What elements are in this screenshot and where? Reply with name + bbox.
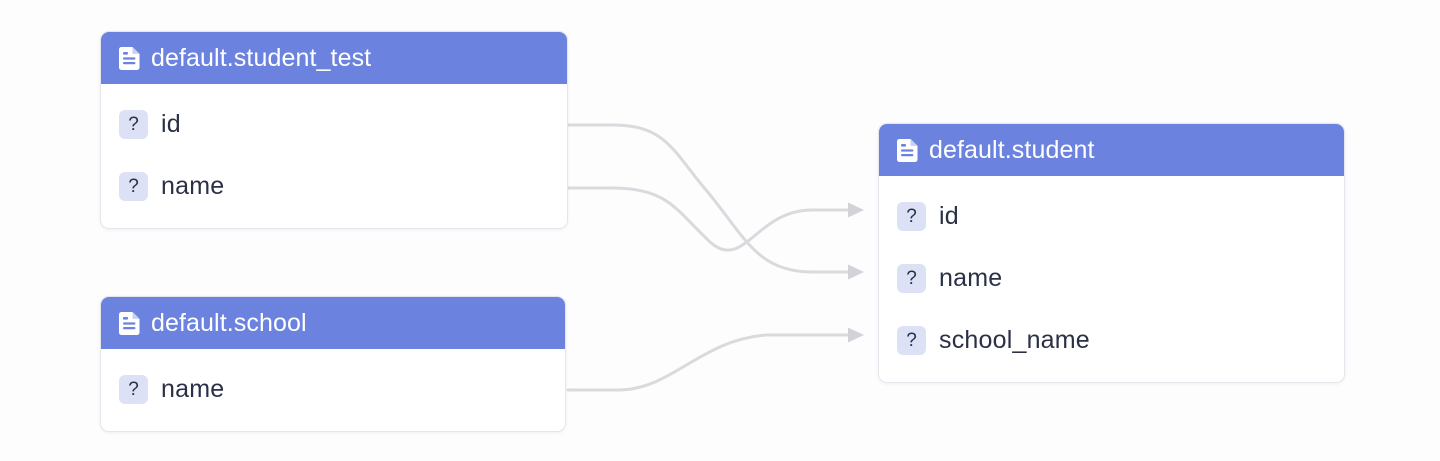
field-row[interactable]: ? id [101, 93, 567, 155]
arrowhead-icon [848, 202, 864, 218]
document-icon [897, 138, 918, 162]
table-node-title: default.student_test [151, 43, 372, 72]
field-row[interactable]: ? school_name [879, 309, 1344, 371]
field-type-badge: ? [897, 325, 926, 355]
field-row[interactable]: ? name [879, 247, 1344, 309]
field-name: name [161, 171, 225, 200]
edge-student-test-name-to-student-id [566, 186, 850, 252]
edge-school-name-to-student-school-name [566, 333, 850, 392]
field-name: name [161, 374, 225, 403]
field-row[interactable]: ? name [101, 155, 567, 217]
table-node-school[interactable]: default.school ? name [100, 296, 566, 432]
table-node-title: default.student [929, 135, 1095, 164]
field-type-badge: ? [119, 109, 148, 139]
field-type-badge: ? [119, 374, 148, 404]
field-name: school_name [939, 325, 1090, 354]
table-node-title: default.school [151, 308, 307, 337]
table-node-field-list: ? name [101, 349, 565, 431]
field-name: id [939, 201, 959, 230]
table-node-header[interactable]: default.student_test [101, 32, 567, 84]
field-name: id [161, 109, 181, 138]
field-row[interactable]: ? name [101, 358, 565, 420]
table-node-header[interactable]: default.school [101, 297, 565, 349]
table-node-field-list: ? id ? name ? school_name [879, 176, 1344, 382]
field-type-badge: ? [897, 201, 926, 231]
table-node-student[interactable]: default.student ? id ? name ? school_nam… [878, 123, 1345, 383]
edge-student-test-id-to-student-name [566, 123, 850, 274]
document-icon [119, 46, 140, 70]
field-type-badge: ? [119, 171, 148, 201]
arrowhead-icon [848, 264, 864, 280]
table-node-header[interactable]: default.student [879, 124, 1344, 176]
field-name: name [939, 263, 1003, 292]
field-type-badge: ? [897, 263, 926, 293]
field-row[interactable]: ? id [879, 185, 1344, 247]
arrowhead-icon [848, 327, 864, 343]
table-node-field-list: ? id ? name [101, 84, 567, 228]
table-node-student-test[interactable]: default.student_test ? id ? name [100, 31, 568, 229]
document-icon [119, 311, 140, 335]
